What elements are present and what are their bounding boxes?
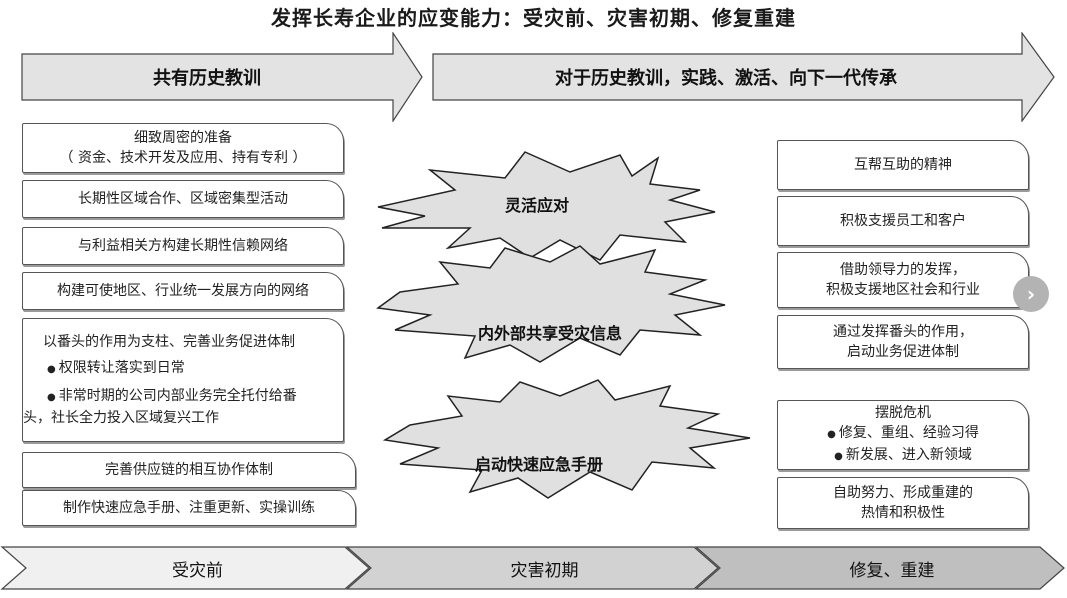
burst-flexible-response-label: 灵活应对 xyxy=(505,196,570,215)
right-box-mutual-aid: 互帮互助的精神 xyxy=(777,140,1029,190)
left-box-banto-system-bullet-2: 非常时期的公司内部业务完全托付给番 xyxy=(27,386,339,408)
right-box-escape-crisis: 摆脱危机 修复、重组、经验习得 新发展、进入新领域 xyxy=(777,400,1029,470)
band-shared-lessons: 共有历史教训 xyxy=(21,32,423,122)
phase-before-icon xyxy=(0,546,370,590)
burst-emergency-manual-label: 启动快速应急手册 xyxy=(475,455,604,474)
band-practice-inherit-label: 对于历史教训，实践、激活、向下一代传承 xyxy=(555,68,897,89)
left-box-trust-network: 与利益相关方构建长期性信赖网络 xyxy=(22,227,344,265)
right-box-leadership: 借助领导力的发挥， 积极支援地区社会和行业 xyxy=(777,252,1029,308)
right-box-support-staff-line: 积极支援员工和客户 xyxy=(840,213,966,229)
phase-initial-label: 灾害初期 xyxy=(510,560,579,581)
next-slide-button[interactable]: › xyxy=(1013,276,1049,312)
left-box-trust-network-line: 与利益相关方构建长期性信赖网络 xyxy=(78,238,288,254)
right-box-self-help-line-2: 热情和积极性 xyxy=(861,505,945,521)
page-title: 发挥长寿企业的应变能力：受灾前、灾害初期、修复重建 xyxy=(271,6,796,30)
left-box-industry-network-line: 构建可使地区、行业统一发展方向的网络 xyxy=(57,283,309,299)
left-box-supply-chain: 完善供应链的相互协作体制 xyxy=(22,452,356,488)
right-box-escape-crisis-line-1: 摆脱危机 xyxy=(875,405,931,421)
left-box-banto-system-line-1: 以番头的作用为支柱、完善业务促进体制 xyxy=(43,334,295,350)
burst-emergency-manual-icon xyxy=(382,379,751,499)
burst-share-info-icon xyxy=(376,245,726,363)
burst-share-info-label: 内外部共享受灾信息 xyxy=(478,324,623,343)
chevron-right-icon: › xyxy=(1026,282,1036,306)
band-arrow-left-icon xyxy=(21,32,423,122)
left-box-banto-system-line-4: 头，社长全力投入区域复兴工作 xyxy=(23,410,219,426)
left-box-supply-chain-line: 完善供应链的相互协作体制 xyxy=(105,462,273,478)
right-box-self-help-line-1: 自助努力、形成重建的 xyxy=(833,485,973,501)
phase-rebuild-icon xyxy=(694,546,1065,590)
left-box-emergency-manual-line: 制作快速应急手册、注重更新、实操训练 xyxy=(63,500,315,516)
phase-rebuild-label: 修复、重建 xyxy=(849,560,935,581)
left-box-preparation-line-1: 细致周密的准备 xyxy=(134,130,232,146)
right-box-banto-role-line-2: 启动业务促进体制 xyxy=(847,344,959,360)
right-box-support-staff: 积极支援员工和客户 xyxy=(777,196,1029,246)
left-box-banto-system: 以番头的作用为支柱、完善业务促进体制 权限转让落实到日常 非常时期的公司内部业务… xyxy=(22,318,344,442)
burst-flexible-response-icon xyxy=(377,151,716,261)
band-arrow-right-icon xyxy=(432,32,1055,122)
left-box-preparation-line-2: （ 资金、技术开发及应用、持有专利 ） xyxy=(59,150,307,166)
band-practice-inherit: 对于历史教训，实践、激活、向下一代传承 xyxy=(432,32,1055,122)
right-box-banto-role: 通过发挥番头的作用， 启动业务促进体制 xyxy=(777,315,1029,369)
left-box-emergency-manual: 制作快速应急手册、注重更新、实操训练 xyxy=(22,490,356,526)
left-box-industry-network: 构建可使地区、行业统一发展方向的网络 xyxy=(22,272,344,310)
right-box-banto-role-line-1: 通过发挥番头的作用， xyxy=(833,324,973,340)
right-box-leadership-line-1: 借助领导力的发挥， xyxy=(840,262,966,278)
right-box-leadership-line-2: 积极支援地区社会和行业 xyxy=(826,282,980,298)
burst-shapes xyxy=(376,151,751,499)
right-box-escape-crisis-bullet-2: 新发展、进入新领域 xyxy=(834,445,972,467)
phase-before-label: 受灾前 xyxy=(172,560,223,581)
phase-initial-icon xyxy=(345,546,719,590)
left-box-regional-cooperation-line: 长期性区域合作、区域密集型活动 xyxy=(78,191,288,207)
left-box-banto-system-bullet-1: 权限转让落实到日常 xyxy=(27,358,339,380)
right-box-self-help: 自助努力、形成重建的 热情和积极性 xyxy=(777,477,1029,529)
phase-chevrons xyxy=(0,546,1065,590)
left-box-regional-cooperation: 长期性区域合作、区域密集型活动 xyxy=(22,180,344,218)
band-shared-lessons-label: 共有历史教训 xyxy=(153,68,261,89)
right-box-escape-crisis-bullet-1: 修复、重组、经验习得 xyxy=(827,423,979,445)
left-box-preparation: 细致周密的准备 （ 资金、技术开发及应用、持有专利 ） xyxy=(22,123,344,173)
right-box-mutual-aid-line: 互帮互助的精神 xyxy=(854,157,952,173)
